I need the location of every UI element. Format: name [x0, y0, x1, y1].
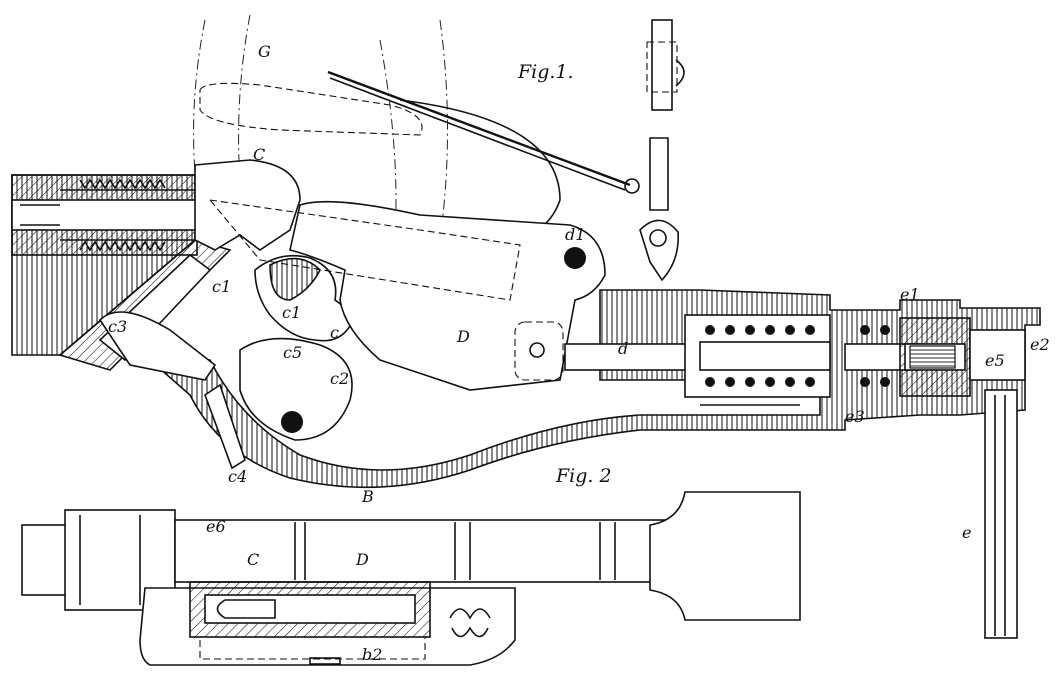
small-pin: [529, 342, 545, 358]
ref-c5: c5: [283, 343, 302, 362]
barrel-chamber: [11, 174, 198, 256]
ref-C-top: C: [253, 145, 265, 164]
ref-c1-upper: c1: [212, 277, 231, 296]
rear-knob-fig2: [649, 491, 801, 621]
barrel-fig2: [21, 524, 71, 596]
ref-D-fig1: D: [456, 327, 470, 346]
breech-block-D: [289, 200, 606, 391]
ref-C-fig2: C: [247, 550, 259, 569]
spring-coils: [705, 325, 890, 387]
breech-block-D-outline: [208, 199, 521, 301]
ref-B: B: [361, 487, 374, 506]
ref-e: e: [962, 523, 971, 542]
arm-c2: [239, 337, 353, 441]
fig1-label: Fig.1.: [517, 61, 574, 83]
handle-e: [984, 389, 1018, 639]
ref-D-fig2: D: [355, 550, 369, 569]
pivot-c2: [281, 411, 303, 433]
ref-b2: b2: [362, 645, 382, 664]
ref-d: d: [618, 339, 628, 358]
trigger-c4: [204, 383, 246, 470]
ref-d1: d1: [565, 225, 585, 244]
pivot-d1: [564, 247, 586, 269]
figure-1: [11, 14, 1041, 639]
spring-c3: [98, 311, 217, 381]
detached-part-top: [639, 19, 685, 282]
ref-e6: e6: [206, 517, 226, 536]
fig2-label: Fig. 2: [555, 465, 612, 487]
ref-c3: c3: [108, 317, 127, 336]
labels: Fig.1. Fig. 2 G C c1 c3 c1 c c5 c2 c4 D …: [108, 42, 1050, 664]
spring-assembly: [564, 314, 1026, 406]
ref-c1-lower: c1: [282, 303, 301, 322]
bullet-fig2: [216, 599, 276, 619]
ref-G: G: [258, 42, 271, 61]
ref-e3: e3: [845, 407, 865, 426]
ref-e2: e2: [1030, 335, 1050, 354]
ref-c: c: [330, 323, 339, 342]
top-wire: [327, 70, 640, 194]
ref-e1: e1: [900, 285, 920, 304]
figure-2: [21, 491, 801, 666]
catch-recess: [514, 321, 564, 381]
extractor-c1: [269, 257, 321, 301]
spring-latch-fig2: [449, 608, 491, 638]
ref-c4: c4: [228, 467, 247, 486]
ref-c2: c2: [330, 369, 349, 388]
ref-e5: e5: [985, 351, 1005, 370]
